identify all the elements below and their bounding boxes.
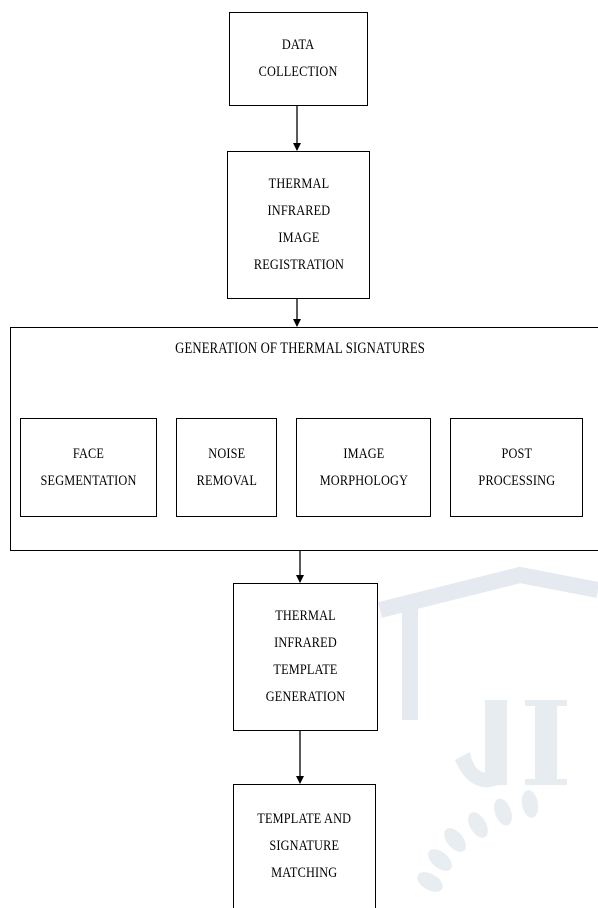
post-processing-label: POST PROCESSING <box>478 445 555 489</box>
post-processing-box: POST PROCESSING <box>450 418 583 517</box>
group-title: GENERATION OF THERMAL SIGNATURES <box>175 340 426 357</box>
registration-label: THERMAL INFRARED IMAGE REGISTRATION <box>253 176 344 273</box>
image-morphology-box: IMAGE MORPHOLOGY <box>296 418 431 517</box>
thermal-signatures-group <box>10 327 598 551</box>
template-generation-label: THERMAL INFRARED TEMPLATE GENERATION <box>265 608 346 705</box>
registration-box: THERMAL INFRARED IMAGE REGISTRATION <box>227 151 370 299</box>
face-segmentation-label: FACE SEGMENTATION <box>40 445 137 489</box>
data-collection-label: DATA COLLECTION <box>259 37 338 80</box>
noise-removal-box: NOISE REMOVAL <box>176 418 277 517</box>
template-generation-box: THERMAL INFRARED TEMPLATE GENERATION <box>233 583 378 731</box>
noise-removal-label: NOISE REMOVAL <box>196 445 257 489</box>
matching-label: TEMPLATE AND SIGNATURE MATCHING <box>257 811 352 881</box>
image-morphology-label: IMAGE MORPHOLOGY <box>319 445 408 489</box>
matching-box: TEMPLATE AND SIGNATURE MATCHING <box>233 784 376 908</box>
data-collection-box: DATA COLLECTION <box>229 12 368 106</box>
face-segmentation-box: FACE SEGMENTATION <box>20 418 157 517</box>
